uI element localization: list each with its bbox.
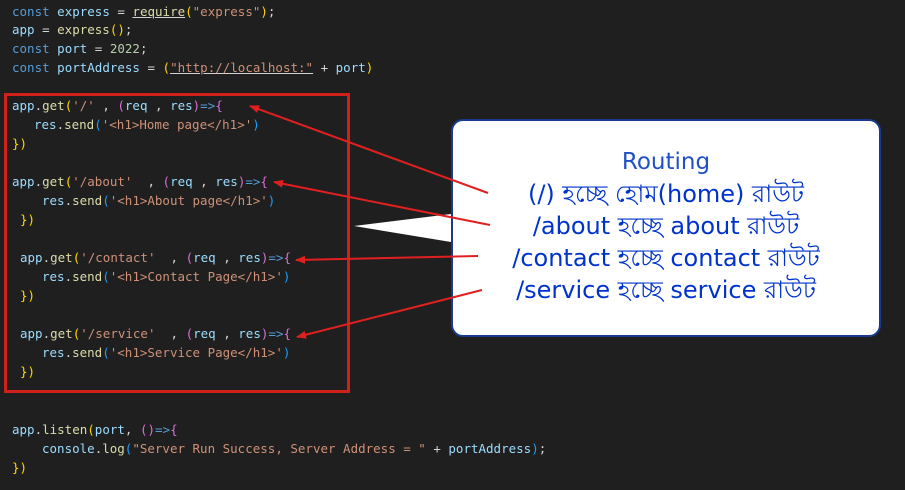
listen-close: })	[12, 460, 28, 475]
route-about-close: })	[20, 212, 36, 227]
listen-line[interactable]: app.listen(port, ()=>{	[12, 422, 178, 437]
code-line-3[interactable]: const port = 2022;	[12, 41, 148, 56]
callout-line-contact: /contact হচ্ছে contact রাউট	[512, 244, 820, 272]
route-about-body[interactable]: res.send('<h1>About page</h1>')	[42, 193, 276, 208]
code-line-4[interactable]: const portAddress = ("http://localhost:"…	[12, 60, 374, 75]
route-contact-body[interactable]: res.send('<h1>Contact Page</h1>')	[42, 269, 291, 284]
callout-line-home: (/) হচ্ছে হোম(home) রাউট	[527, 180, 804, 208]
routing-callout	[451, 119, 881, 337]
route-home-body[interactable]: res.send('<h1>Home page</h1>')	[34, 117, 260, 132]
callout-line-about: /about হচ্ছে about রাউট	[532, 212, 800, 240]
callout-line-service: /service হচ্ছে service রাউট	[516, 276, 816, 304]
route-contact-line[interactable]: app.get('/contact' , (req , res)=>{	[20, 250, 291, 265]
route-about-line[interactable]: app.get('/about' , (req , res)=>{	[12, 174, 268, 189]
code-line-2[interactable]: app = express();	[12, 22, 133, 37]
route-service-body[interactable]: res.send('<h1>Service Page</h1>')	[42, 345, 291, 360]
callout-title: Routing	[621, 149, 711, 175]
routes-highlight-box	[4, 93, 350, 393]
code-line-1[interactable]: const express = require("express");	[12, 4, 276, 19]
route-home-close: })	[12, 136, 28, 151]
route-contact-close: })	[20, 288, 36, 303]
route-service-line[interactable]: app.get('/service' , (req , res)=>{	[20, 326, 291, 341]
listen-body[interactable]: console.log("Server Run Success, Server …	[42, 441, 547, 456]
route-service-close: })	[20, 364, 36, 379]
route-home-line[interactable]: app.get('/' , (req , res)=>{	[12, 98, 223, 113]
callout-pointer	[354, 214, 451, 242]
